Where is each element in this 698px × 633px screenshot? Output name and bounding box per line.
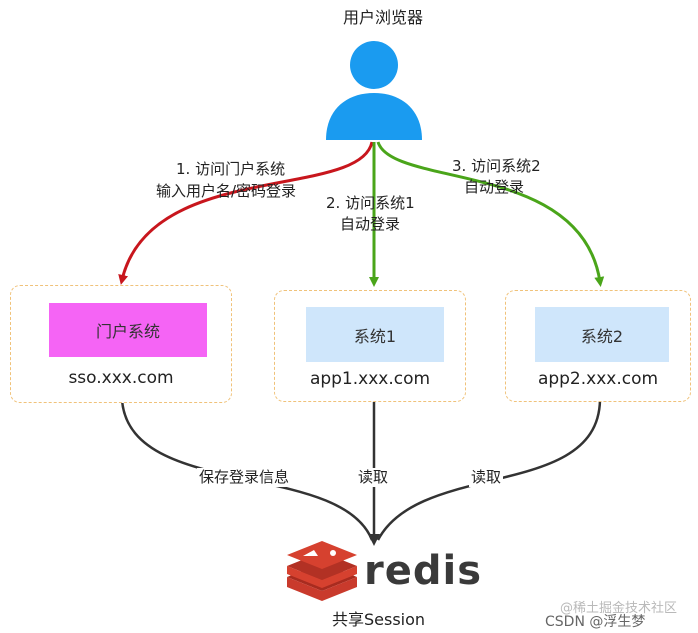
- app1-domain: app1.xxx.com: [309, 369, 431, 389]
- shared-session-caption: 共享Session: [332, 610, 426, 629]
- redis-logo-icon: [287, 541, 357, 601]
- step3-line2: 自动登录: [464, 178, 525, 196]
- arrow-to-portal: [118, 141, 374, 285]
- csdn-watermark: CSDN @浮生梦: [545, 614, 646, 630]
- portal-domain: sso.xxx.com: [68, 368, 174, 388]
- step1-line1: 1. 访问门户系统: [176, 160, 286, 178]
- app2-domain: app2.xxx.com: [537, 369, 659, 389]
- arrow-to-app2: [376, 141, 605, 287]
- redis-wordmark: redis: [364, 548, 483, 594]
- app2-system-name: 系统2: [535, 307, 669, 362]
- step2-line2: 自动登录: [340, 215, 401, 233]
- step2-line1: 2. 访问系统1: [326, 194, 415, 212]
- arrow-app2-to-redis: [376, 399, 602, 541]
- juejin-watermark: @稀土掘金技术社区: [560, 601, 678, 616]
- app1-system-name: 系统1: [306, 307, 444, 362]
- portal-system-name: 门户系统: [49, 303, 207, 357]
- browser-label: 用户浏览器: [343, 8, 424, 27]
- save-login-label: 保存登录信息: [197, 468, 292, 487]
- read2-label: 读取: [469, 468, 504, 487]
- step1-line2: 输入用户名/密码登录: [156, 182, 297, 200]
- user-icon: [326, 41, 422, 140]
- read1-label: 读取: [356, 468, 391, 487]
- step3-line1: 3. 访问系统2: [452, 157, 541, 175]
